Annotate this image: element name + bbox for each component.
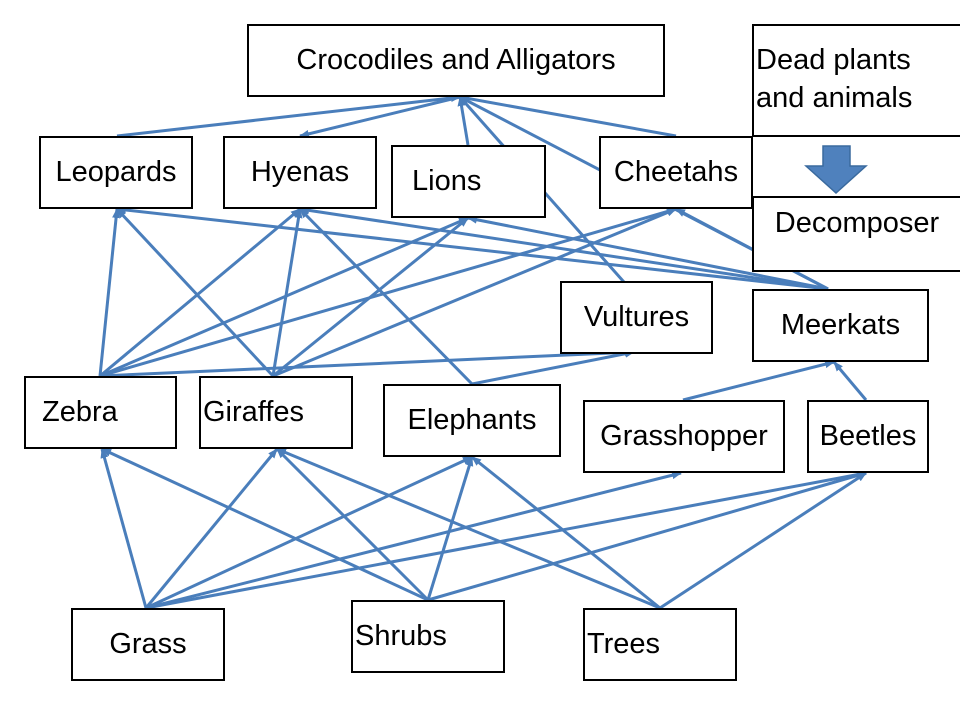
node-giraffes: Giraffes <box>199 376 353 449</box>
edge-zebra-to-cheetahs <box>99 207 677 378</box>
edge-shrubs-to-beetles <box>427 471 867 602</box>
edge-grass-to-zebra <box>100 448 148 609</box>
edge-giraffes-to-hyenas <box>271 208 303 377</box>
edge-trees-to-elephants <box>471 455 661 610</box>
edge-shrubs-to-elephants <box>426 456 474 601</box>
edge-grass-to-elephants <box>145 455 473 610</box>
edge-zebra-to-vultures <box>99 348 635 378</box>
node-hyenas: Hyenas <box>223 136 377 209</box>
edge-meerkats-to-lions <box>467 215 829 291</box>
node-crocodiles: Crocodiles and Alligators <box>247 24 665 97</box>
edge-grass-to-beetles <box>145 470 867 610</box>
edge-zebra-to-lions <box>99 216 469 378</box>
node-zebra: Zebra <box>24 376 177 449</box>
node-beetles: Beetles <box>807 400 929 473</box>
edge-grasshopper-to-meerkats <box>682 360 835 402</box>
edge-trees-to-giraffes <box>276 447 661 610</box>
node-vultures: Vultures <box>560 281 713 354</box>
edge-shrubs-to-zebra <box>101 447 429 602</box>
edge-giraffes-to-leopards <box>115 207 275 378</box>
node-grasshopper: Grasshopper <box>583 400 785 473</box>
edge-cheetahs-to-crocodiles <box>459 94 677 138</box>
edge-elephants-to-vultures <box>471 349 635 386</box>
edge-trees-to-beetles <box>659 471 867 610</box>
node-trees: Trees <box>583 608 737 681</box>
node-decomposer: Decomposer <box>752 196 960 272</box>
edge-elephants-to-hyenas <box>298 207 474 386</box>
node-grass: Grass <box>71 608 225 681</box>
edge-giraffes-to-cheetahs <box>272 207 677 378</box>
edge-meerkats-to-leopards <box>116 206 829 291</box>
node-elephants: Elephants <box>383 384 561 457</box>
node-meerkats: Meerkats <box>752 289 929 362</box>
edge-zebra-to-hyenas <box>99 207 301 378</box>
edge-shrubs-to-giraffes <box>275 447 430 602</box>
node-lions: Lions <box>391 145 546 218</box>
edge-meerkats-to-hyenas <box>299 206 829 291</box>
edge-zebra-to-leopards <box>98 208 121 377</box>
edge-crocodiles-to-hyenas <box>299 95 461 138</box>
node-shrubs: Shrubs <box>351 600 505 673</box>
edge-grass-to-grasshopper <box>145 471 682 610</box>
edge-lions-to-crocodiles <box>457 96 470 146</box>
node-leopards: Leopards <box>39 136 193 209</box>
edge-grass-to-giraffes <box>144 448 279 609</box>
down-arrow-icon <box>804 145 868 195</box>
node-dead: Dead plants and animals <box>752 24 960 137</box>
edge-leopards-to-crocodiles <box>116 94 461 138</box>
edge-beetles-to-meerkats <box>832 361 868 401</box>
node-cheetahs: Cheetahs <box>599 136 753 209</box>
